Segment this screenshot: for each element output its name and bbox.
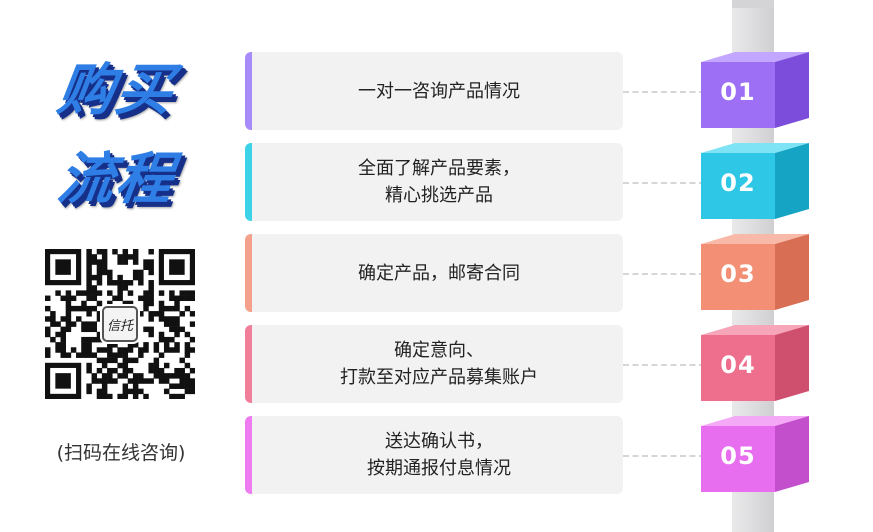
step-connector — [623, 273, 705, 275]
step-connector — [623, 364, 705, 366]
step-accent-bar — [245, 416, 252, 494]
step-text: 一对一咨询产品情况 — [358, 80, 520, 102]
cube-icon — [701, 325, 809, 401]
cube-icon — [701, 234, 809, 310]
step-number-box-4: 04 — [701, 325, 809, 401]
step-text: 确定产品，邮寄合同 — [358, 262, 520, 284]
step-card-4: 确定意向、 打款至对应产品募集账户 — [245, 325, 623, 403]
step-accent-bar — [245, 325, 252, 403]
step-number: 03 — [720, 260, 756, 288]
step-connector — [623, 91, 705, 93]
step-number-box-3: 03 — [701, 234, 809, 310]
cube-icon — [701, 143, 809, 219]
step-text: 送达确认书， 按期通报付息情况 — [367, 431, 511, 479]
step-number-box-5: 05 — [701, 416, 809, 492]
step-number: 05 — [720, 442, 756, 470]
step-number-box-1: 01 — [701, 52, 809, 128]
pillar-cap — [732, 0, 774, 8]
qr-code[interactable]: 信托 — [45, 249, 195, 399]
cube-icon — [701, 52, 809, 128]
step-number: 02 — [720, 169, 756, 197]
step-text: 全面了解产品要素， 精心挑选产品 — [358, 158, 520, 206]
step-card-5: 送达确认书， 按期通报付息情况 — [245, 416, 623, 494]
step-number: 01 — [720, 78, 756, 106]
cube-icon — [701, 416, 809, 492]
title-line-2: 流程 — [52, 145, 181, 214]
step-card-3: 确定产品，邮寄合同 — [245, 234, 623, 312]
step-accent-bar — [245, 52, 252, 130]
step-text: 确定意向、 打款至对应产品募集账户 — [340, 340, 538, 388]
step-card-1: 一对一咨询产品情况 — [245, 52, 623, 130]
title-line-1: 购买 — [52, 56, 181, 125]
step-connector — [623, 455, 705, 457]
step-accent-bar — [245, 234, 252, 312]
qr-logo-badge: 信托 — [102, 306, 138, 342]
step-accent-bar — [245, 143, 252, 221]
step-number: 04 — [720, 351, 756, 379]
qr-code-pattern — [45, 249, 195, 399]
step-number-box-2: 02 — [701, 143, 809, 219]
qr-caption: (扫码在线咨询) — [56, 442, 186, 464]
step-card-2: 全面了解产品要素， 精心挑选产品 — [245, 143, 623, 221]
step-connector — [623, 182, 705, 184]
